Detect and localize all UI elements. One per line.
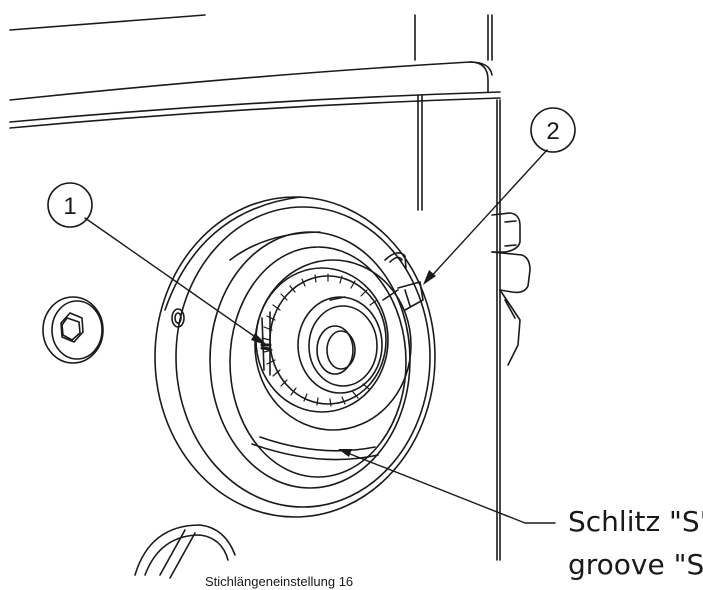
slotted-screw: [134, 524, 236, 579]
hex-socket-screw: [42, 296, 104, 364]
groove-s: [251, 436, 379, 461]
spring-clip: [382, 252, 424, 311]
arrowhead-2: [423, 270, 436, 285]
knurled-nut: [254, 259, 412, 431]
callout-number-1: 1: [63, 193, 76, 220]
callout-number-2: 2: [546, 118, 559, 145]
groove-label-english: groove "S": [568, 548, 703, 581]
leader-lines: [84, 149, 556, 524]
arrowhead-1: [251, 333, 268, 346]
callout-circle-2: [530, 107, 576, 153]
groove-label-german: Schlitz "S": [568, 505, 703, 538]
arrowhead-groove: [338, 449, 352, 457]
handwheel: [154, 196, 436, 518]
callout-circle-1: [47, 182, 93, 228]
side-bracket: [491, 212, 531, 366]
shaft-hub: [297, 296, 383, 394]
figure-caption: Stichlängeneinstellung 16: [205, 574, 353, 589]
machine-housing: [9, 14, 501, 561]
